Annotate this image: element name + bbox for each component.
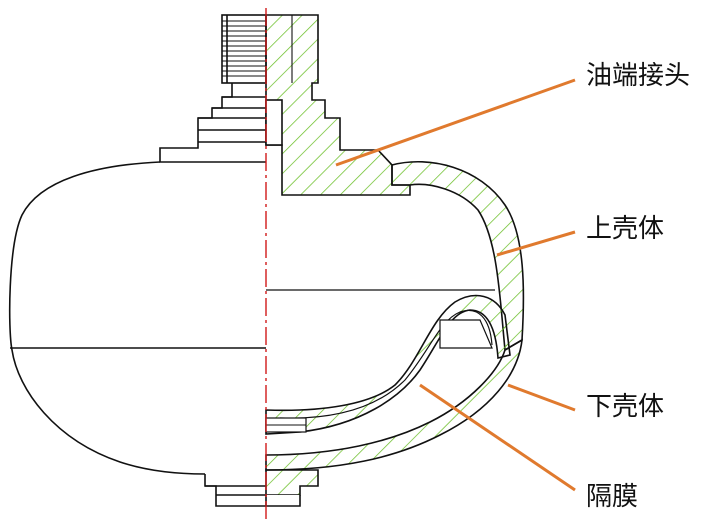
leader-diaphragm [419,383,576,492]
label-lower-shell: 下壳体 [586,392,665,422]
external-view-left-half [8,14,267,507]
cross-section-right-half [265,14,525,507]
fitting-base-outline [159,83,266,163]
leader-oil-port [335,78,576,167]
bottom-plug-left [204,474,266,507]
leader-upper-shell [496,230,576,257]
oil-passage [265,99,283,146]
oil-port-connector-section [265,14,411,196]
leader-lines [335,78,576,492]
thread-fitting-left [221,14,267,84]
shell-outline-left [8,161,206,475]
bottom-plug-section [265,469,319,496]
lower-shell-section [265,338,523,471]
leader-lower-shell [507,383,576,412]
label-diaphragm: 隔膜 [586,482,639,512]
label-upper-shell: 上壳体 [586,214,665,244]
label-oil-port-connector: 油端接头 [586,61,691,91]
